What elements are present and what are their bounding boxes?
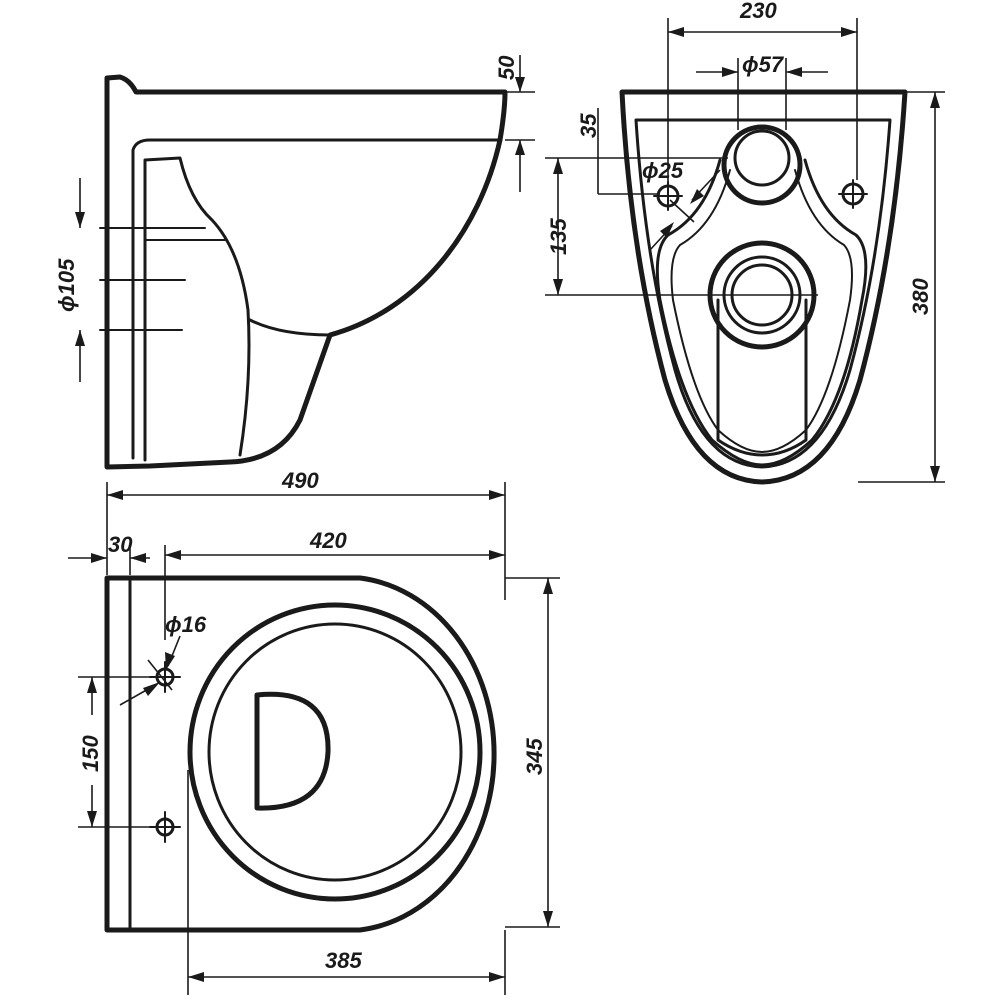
dim-side-outlet-diameter: ϕ105 xyxy=(54,258,79,312)
side-view-trap xyxy=(143,156,251,462)
side-view-inner-rim xyxy=(131,138,500,460)
rear-inlet-inner xyxy=(733,129,791,187)
rear-inlet-outer xyxy=(721,124,803,206)
dim-rear-bolt-offset: 35 xyxy=(576,113,601,138)
dim-rear-bolt-diameter: ϕ25 xyxy=(642,158,684,183)
top-view-water-area xyxy=(254,691,331,811)
dim-top-back-thickness: 30 xyxy=(108,532,133,557)
dim-top-bowl-length: 420 xyxy=(309,528,347,553)
dim-top-width: 345 xyxy=(522,738,547,775)
dim-side-top-offset: 50 xyxy=(494,55,519,80)
dim-top-bolt-diameter: ϕ16 xyxy=(165,612,207,637)
rear-view-outlet-channel xyxy=(716,298,808,457)
rear-view-channel xyxy=(655,158,868,467)
dim-rear-height: 380 xyxy=(908,278,933,315)
rear-view-channel-inner xyxy=(670,169,853,454)
top-view: 490 30 420 ϕ16 150 345 xyxy=(68,468,560,995)
side-view: ϕ105 50 xyxy=(54,55,535,470)
rear-view-outline xyxy=(619,89,908,485)
dim-rear-width: 230 xyxy=(739,0,777,23)
dim-rear-inlet-diameter: ϕ57 xyxy=(742,52,785,77)
rear-bolt-right xyxy=(838,179,868,209)
rear-bolt-left xyxy=(653,181,683,211)
top-view-seat-rim xyxy=(187,602,483,902)
top-view-outline xyxy=(104,575,497,933)
top-view-bowl-inner xyxy=(207,622,463,882)
dim-rear-outlet-height: 135 xyxy=(546,218,571,255)
dim-top-total-length: 490 xyxy=(281,468,319,493)
dim-top-bolt-spacing: 150 xyxy=(78,735,103,772)
side-view-bowl-curve xyxy=(248,318,332,337)
rear-view-inner-outline xyxy=(634,118,892,469)
rear-view: 230 ϕ57 35 ϕ25 135 380 xyxy=(545,0,945,485)
dim-top-seat-length: 385 xyxy=(325,948,362,973)
side-view-outline xyxy=(104,74,508,470)
